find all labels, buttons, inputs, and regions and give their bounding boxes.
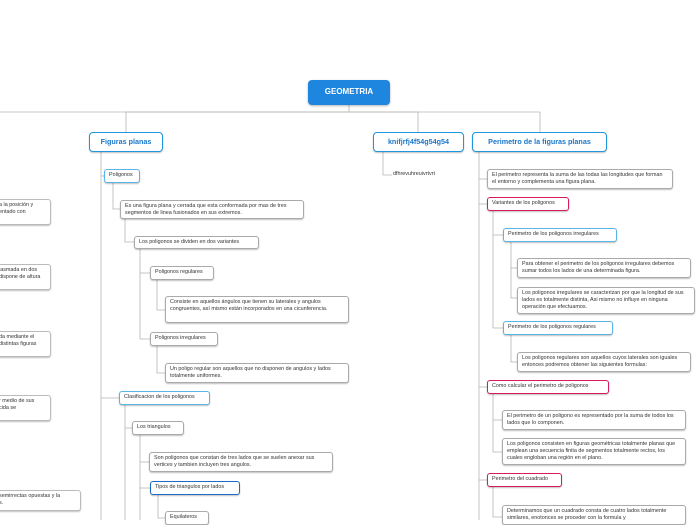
node-equilateros[interactable]: Equilateros [165, 511, 209, 525]
node-clasificacion[interactable]: Clasificacion de los poligonos [119, 391, 210, 405]
left-node-3[interactable]: da mediante el distintas figuras [0, 331, 51, 357]
root-node[interactable]: GEOMETRIA [308, 80, 390, 105]
node-perimetro-regulares[interactable]: Perimetro de los poligonos regulares [503, 321, 613, 335]
node-irregulares-desc-1[interactable]: Para obtener el perimetro de los poligon… [517, 258, 691, 278]
node-poligonos-irregulares[interactable]: Poligonos irregulares [150, 332, 218, 346]
node-poligonos[interactable]: Poligonos [104, 169, 140, 183]
node-calcular-desc-2[interactable]: Los poligonos consisten en figuras geomé… [502, 438, 686, 465]
node-irregulares-desc-2[interactable]: Los poligonos irregulares se caracteriza… [517, 287, 695, 314]
node-perimetro-irregulares[interactable]: Perimetro de los poligonos irregulares [503, 228, 617, 242]
topic-knifjrfj[interactable]: knifjrfj4f54g54g54 [373, 132, 464, 152]
topic-perimetro[interactable]: Perimetro de la figuras planas [472, 132, 607, 152]
left-node-5[interactable]: semirrectas opuestas y la s. [0, 490, 81, 511]
left-node-2[interactable]: lasmada en dos dispone de altura [0, 264, 51, 290]
node-variantes[interactable]: Los poligonos se dividen en dos variante… [134, 236, 259, 249]
node-como-calcular[interactable]: Como calcular el perimetro de poligonos [487, 380, 609, 394]
node-poligonos-regulares[interactable]: Poligonos regulares [150, 266, 214, 280]
node-cuadrado-desc[interactable]: Determinamos que un cuadrado consta de c… [502, 505, 686, 525]
topic-figuras-planas[interactable]: Figuras planas [89, 132, 163, 152]
left-node-1[interactable]: a la posición y entado con [0, 199, 51, 225]
node-perimetro-cuadrado[interactable]: Perimetro del cuadrado [487, 473, 562, 487]
left-node-4[interactable]: r medio de sus cida se [0, 395, 51, 421]
node-calcular-desc-1[interactable]: El perimetro de un poligono es represent… [502, 410, 686, 430]
node-variantes-poligonos[interactable]: Variantes de los poligonos [487, 197, 569, 211]
node-triangulos-desc[interactable]: Son poligonos que constan de tres lados … [149, 452, 333, 472]
node-regulares-desc[interactable]: Los poligonos regulares son aquellos cuy… [517, 352, 691, 372]
node-tipos-triangulos[interactable]: Tipos de triangulos por lados [150, 481, 240, 495]
node-irregulares-desc[interactable]: Un poligo regular son aquellos que no di… [165, 363, 349, 383]
node-poligono-def[interactable]: Es una figura plana y cerrada que esta c… [120, 200, 304, 219]
knif-subtopic[interactable]: dfhrevuhreuivrtvrt [393, 171, 435, 177]
node-perimetro-intro[interactable]: El perimetro representa la suma de las t… [487, 169, 673, 189]
node-triangulos[interactable]: Los triangulos [132, 421, 184, 435]
node-regulares-desc[interactable]: Consiste en aquellos ángulos que tienen … [165, 296, 349, 323]
